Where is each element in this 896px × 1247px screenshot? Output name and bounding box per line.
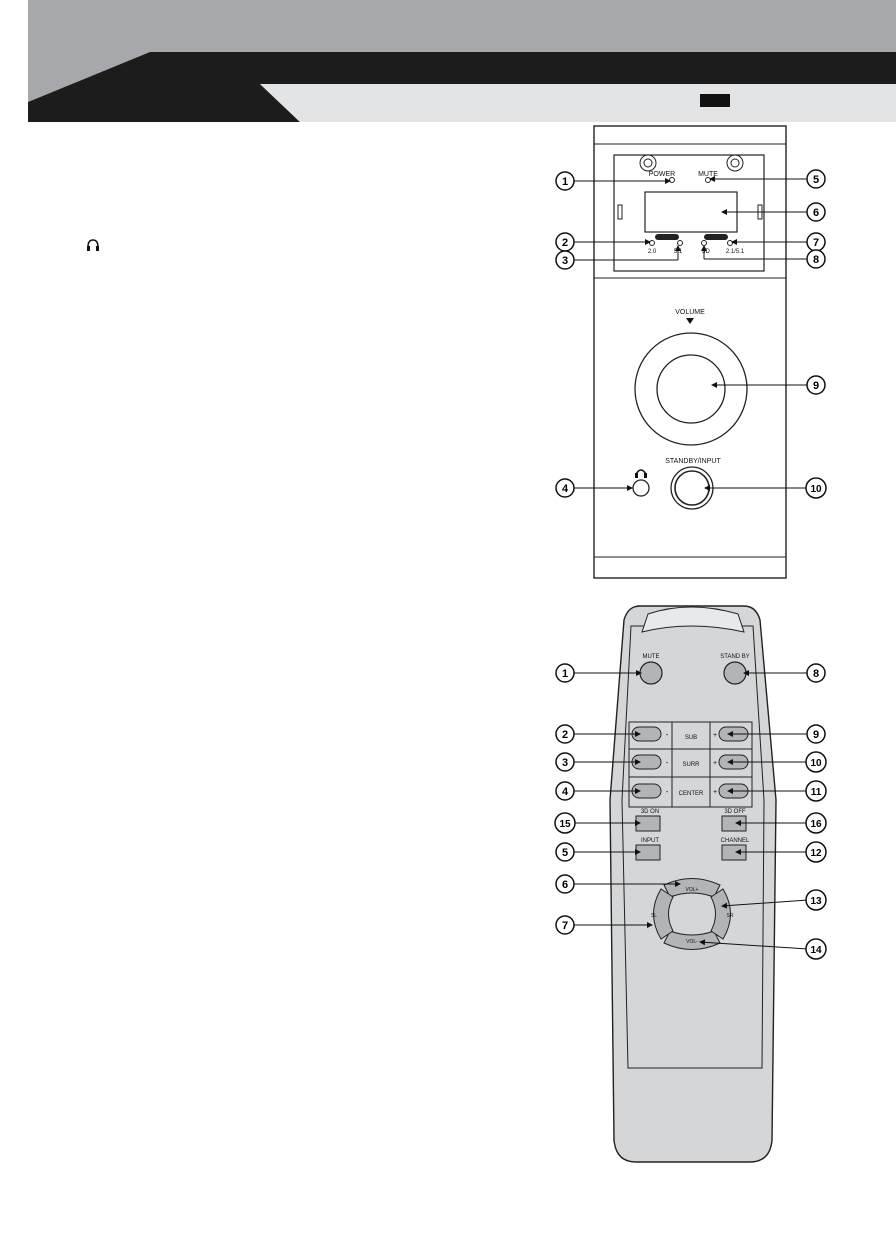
remote-callout-2: 2	[562, 729, 568, 741]
remote-callout-16: 16	[810, 819, 822, 830]
sub-plus-sign: +	[713, 732, 717, 739]
input-badge	[655, 234, 679, 240]
ir-window	[641, 606, 745, 633]
remote-callout-12: 12	[810, 848, 822, 859]
vol-plus-label: VOL+	[686, 887, 699, 893]
output-3d-led	[701, 240, 707, 246]
center-plus-sign: +	[713, 789, 717, 796]
remote-callouts: 1 2 3 4 15 5 6 7 8 9 10 11 16 12 13 14	[554, 663, 827, 960]
front-panel-diagram: POWER MUTE 2.0 5.1 3D 2.1/5.1 VOLUME - +…	[593, 125, 787, 579]
remote-callout-6: 6	[562, 879, 568, 891]
arrow-down-icon	[686, 318, 694, 324]
remote-callout-4: 4	[562, 786, 569, 798]
headphones-icon	[87, 239, 99, 251]
remote-callout-1: 1	[562, 668, 568, 680]
sl-label: SL	[651, 913, 657, 919]
callout-3: 3	[562, 255, 568, 267]
left-screw-icon	[639, 154, 657, 172]
callout-2: 2	[562, 237, 568, 249]
mute-led	[705, 177, 711, 183]
input-2-0-led	[649, 240, 655, 246]
callout-8: 8	[813, 254, 819, 266]
input-label: INPUT	[641, 838, 659, 844]
remote-callout-11: 11	[811, 787, 822, 798]
remote-mute-label: MUTE	[643, 654, 660, 660]
header-top-band	[28, 0, 896, 102]
callout-1: 1	[562, 176, 568, 188]
front-panel-callouts: 1 2 3 4 5 6 7 8 9 10	[555, 169, 827, 499]
vol-minus-label: VOL-	[686, 939, 698, 945]
output-21-51-label: 2.1/5.1	[726, 249, 745, 255]
page-header-banner	[28, 0, 896, 122]
remote-mute-button	[639, 661, 663, 685]
standby-input-button	[674, 470, 710, 506]
callout-10: 10	[810, 484, 822, 495]
headphone-jack	[632, 479, 650, 497]
remote-inner-panel	[621, 625, 765, 1069]
callout-5: 5	[813, 174, 819, 186]
callout-9: 9	[813, 380, 819, 392]
power-led	[669, 177, 675, 183]
surr-plus-sign: +	[713, 760, 717, 767]
callout-4: 4	[562, 483, 569, 495]
mute-label: MUTE	[698, 171, 718, 178]
sub-minus-sign: -	[666, 730, 669, 739]
surr-label: SURR	[682, 762, 700, 768]
input-5-1-led	[677, 240, 683, 246]
output-3d-label: 3D	[702, 249, 710, 255]
3d-off-label: 3D OFF	[724, 809, 746, 815]
header-light-band	[260, 84, 896, 122]
center-label: CENTER	[679, 791, 704, 797]
header-dark-stripe	[28, 52, 896, 122]
sr-label: SR	[727, 913, 734, 919]
remote-callout-8: 8	[813, 668, 819, 680]
volume-knob-icon	[656, 354, 726, 424]
power-label: POWER	[649, 171, 675, 178]
callout-7: 7	[813, 237, 819, 249]
remote-standby-label: STAND BY	[720, 654, 750, 660]
remote-callout-14: 14	[810, 945, 822, 956]
center-minus-sign: -	[666, 787, 669, 796]
volume-label: VOLUME	[675, 309, 705, 316]
output-51-led	[727, 240, 733, 246]
headphones-icon	[635, 469, 647, 478]
remote-control-diagram: MUTE STAND BY - - - + + + SUB SURR CENTE…	[609, 605, 777, 1163]
remote-standby-button	[723, 661, 747, 685]
remote-callout-5: 5	[562, 847, 568, 859]
standby-input-label: STANDBY/INPUT	[665, 458, 721, 465]
remote-callout-10: 10	[810, 758, 822, 769]
right-screw-icon	[726, 154, 744, 172]
3d-on-label: 3D ON	[641, 809, 659, 815]
remote-callout-15: 15	[559, 819, 571, 830]
callout-6: 6	[813, 207, 819, 219]
remote-callout-13: 13	[810, 896, 822, 907]
input-2-0-label: 2.0	[648, 249, 657, 255]
level-grid	[628, 721, 753, 808]
remote-callout-9: 9	[813, 729, 819, 741]
sl-button	[653, 888, 674, 940]
page-number-box	[700, 94, 730, 107]
output-badge	[704, 234, 728, 240]
sub-label: SUB	[685, 735, 697, 741]
remote-callout-3: 3	[562, 757, 568, 769]
channel-label: CHANNEL	[721, 838, 750, 844]
remote-callout-7: 7	[562, 920, 568, 932]
surr-minus-sign: -	[666, 758, 669, 767]
